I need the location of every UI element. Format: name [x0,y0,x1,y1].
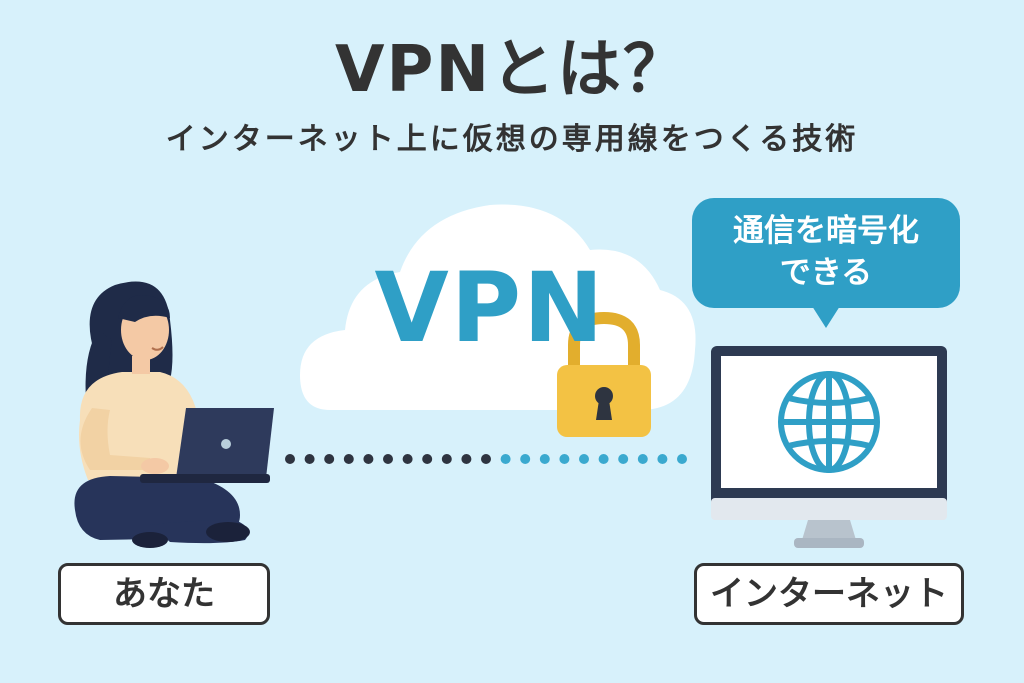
speech-bubble-tail [812,306,840,328]
connection-dot [304,454,315,464]
connection-dot [598,454,609,464]
cloud-vpn-label: VPN [374,252,606,364]
connection-dot [402,454,413,464]
connection-dot [343,454,354,464]
connection-dot [637,454,648,464]
connection-dot [422,454,433,464]
label-you: あなた [58,563,270,625]
padlock-icon [557,311,651,437]
connection-dot [383,454,393,464]
connection-dot [285,454,295,464]
connection-dot [441,454,452,464]
bubble-line-2: できる [779,255,873,291]
person-with-laptop [74,281,274,548]
connection-dot [481,454,491,464]
connection-line [285,454,687,464]
cloud-icon [300,204,696,410]
connection-dot [500,454,511,464]
connection-dot [520,454,531,464]
connection-dot [579,454,589,464]
connection-dot [657,454,668,464]
page-title: VPNとは？ [335,33,689,107]
connection-dot [677,454,687,464]
connection-dot [539,454,550,464]
page-subtitle: インターネット上に仮想の専用線をつくる技術 [165,122,859,157]
globe-icon [778,371,880,473]
connection-dot [618,454,629,464]
label-internet: インターネット [694,563,964,625]
connection-dot [461,454,472,464]
connection-dot [363,454,374,464]
bubble-line-1: 通信を暗号化 [733,213,919,249]
connection-dot [559,454,570,464]
speech-bubble: 通信を暗号化 できる [692,198,960,308]
connection-dot [324,454,335,464]
